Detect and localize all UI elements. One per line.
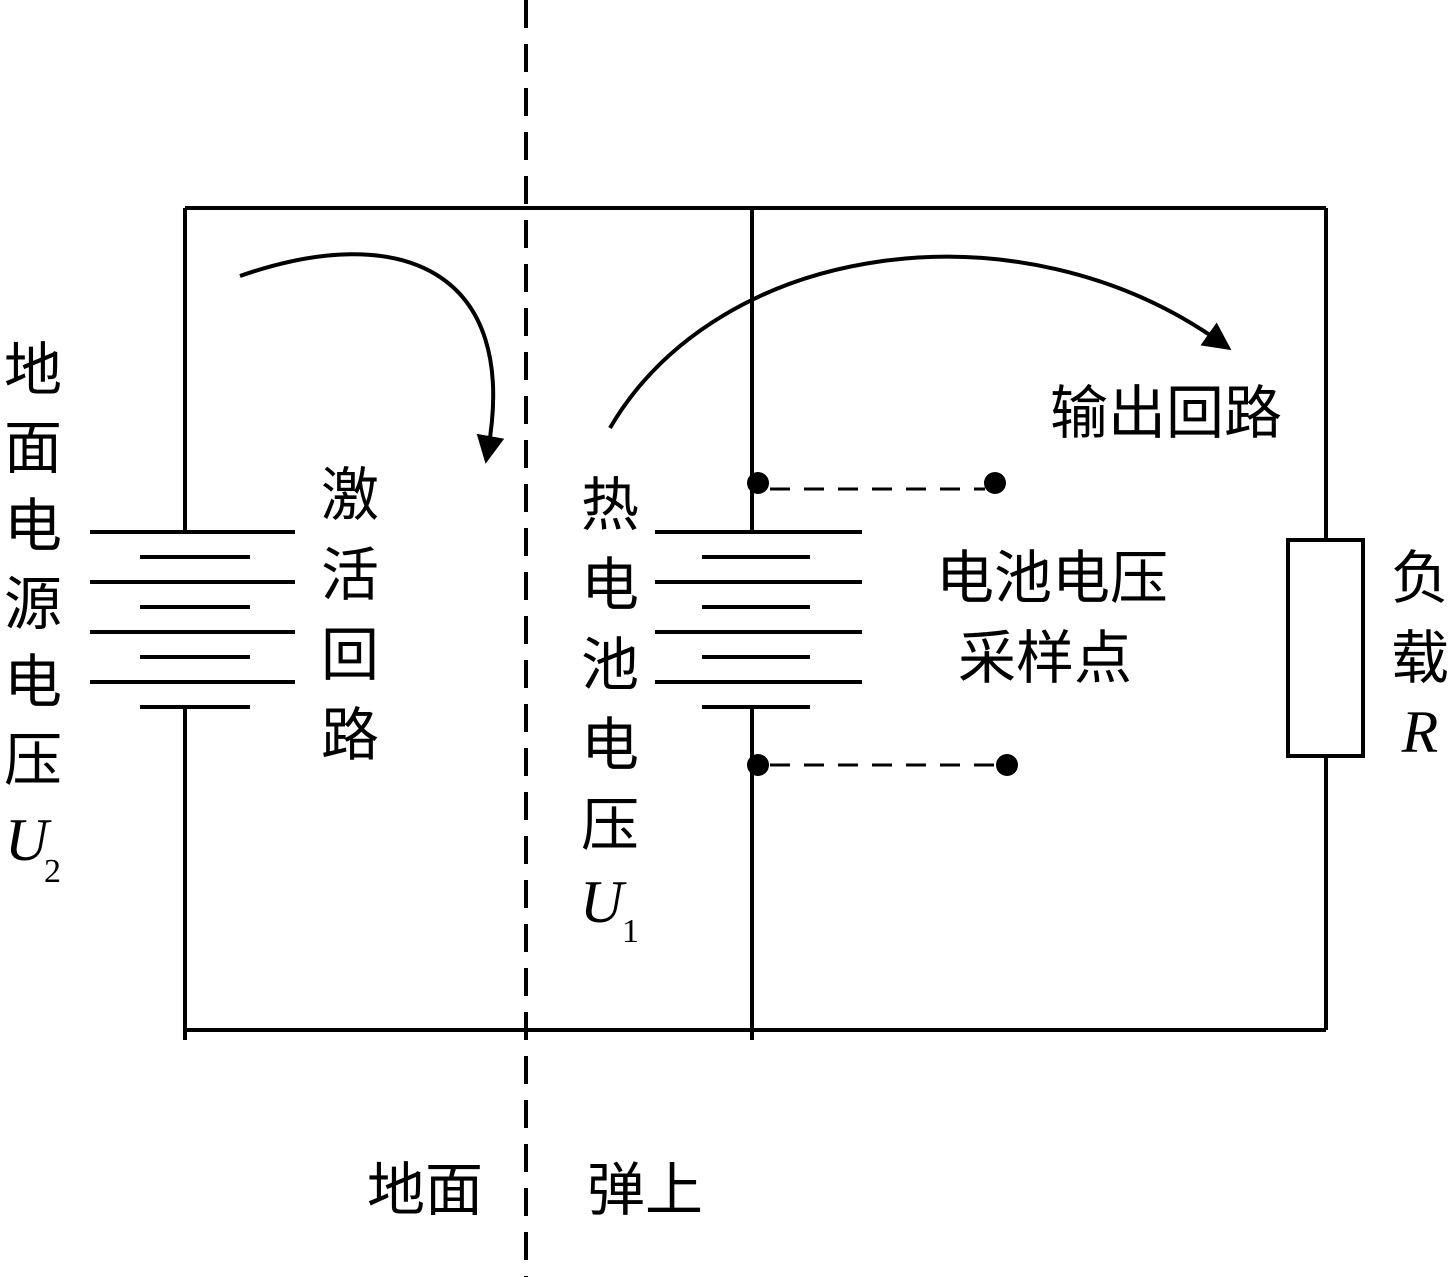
thermal-battery-symbol — [655, 530, 862, 709]
ground-source-char: 电 — [4, 648, 62, 716]
load-char: 负 — [1391, 544, 1449, 612]
thermal-battery-char: 电 — [581, 551, 639, 619]
load-label: 负 载 R — [1391, 544, 1449, 765]
sample-terminal-lower — [996, 754, 1018, 776]
load-resistor — [1286, 538, 1365, 758]
sampling-label-line2: 采样点 — [958, 624, 1132, 692]
output-loop-label: 输出回路 — [1050, 379, 1282, 447]
activation-loop-char: 活 — [321, 541, 379, 609]
thermal-battery-subscript: 1 — [622, 913, 639, 950]
activation-loop-label: 激 活 回 路 — [321, 461, 379, 769]
ground-source-char: 电 — [4, 492, 62, 560]
load-symbol: R — [1401, 699, 1439, 765]
ground-source-char: 源 — [4, 570, 62, 638]
region-label-ground: 地面 — [367, 1156, 483, 1224]
load-char: 载 — [1391, 624, 1449, 692]
thermal-battery-char: 压 — [581, 791, 639, 859]
ground-source-label: 地 面 电 源 电 压 U 2 — [4, 336, 62, 890]
activation-loop-char: 激 — [321, 461, 379, 529]
ground-source-char: 地 — [4, 336, 62, 404]
thermal-battery-label: 热 电 池 电 压 U 1 — [580, 471, 639, 950]
sampling-points — [747, 472, 1018, 776]
region-label-onboard: 弹上 — [587, 1156, 703, 1224]
sample-node-upper — [747, 472, 769, 494]
thermal-battery-symbol: U — [580, 869, 627, 935]
sample-terminal-upper — [984, 472, 1006, 494]
ground-source-symbol: U — [5, 807, 52, 873]
output-loop-arrow — [608, 254, 1232, 430]
activation-loop-char: 路 — [321, 701, 379, 769]
ground-source-char: 压 — [4, 726, 62, 794]
activation-loop-char: 回 — [321, 621, 379, 689]
thermal-battery-char: 热 — [581, 471, 639, 539]
ground-source-subscript: 2 — [44, 853, 61, 890]
activation-loop-arrow — [239, 252, 505, 464]
thermal-battery-char: 电 — [581, 711, 639, 779]
sample-node-lower — [747, 754, 769, 776]
ground-source-char: 面 — [4, 414, 62, 482]
ground-battery-symbol — [90, 530, 295, 709]
thermal-battery-char: 池 — [581, 631, 639, 699]
sampling-label-line1: 电池电压 — [936, 544, 1168, 612]
